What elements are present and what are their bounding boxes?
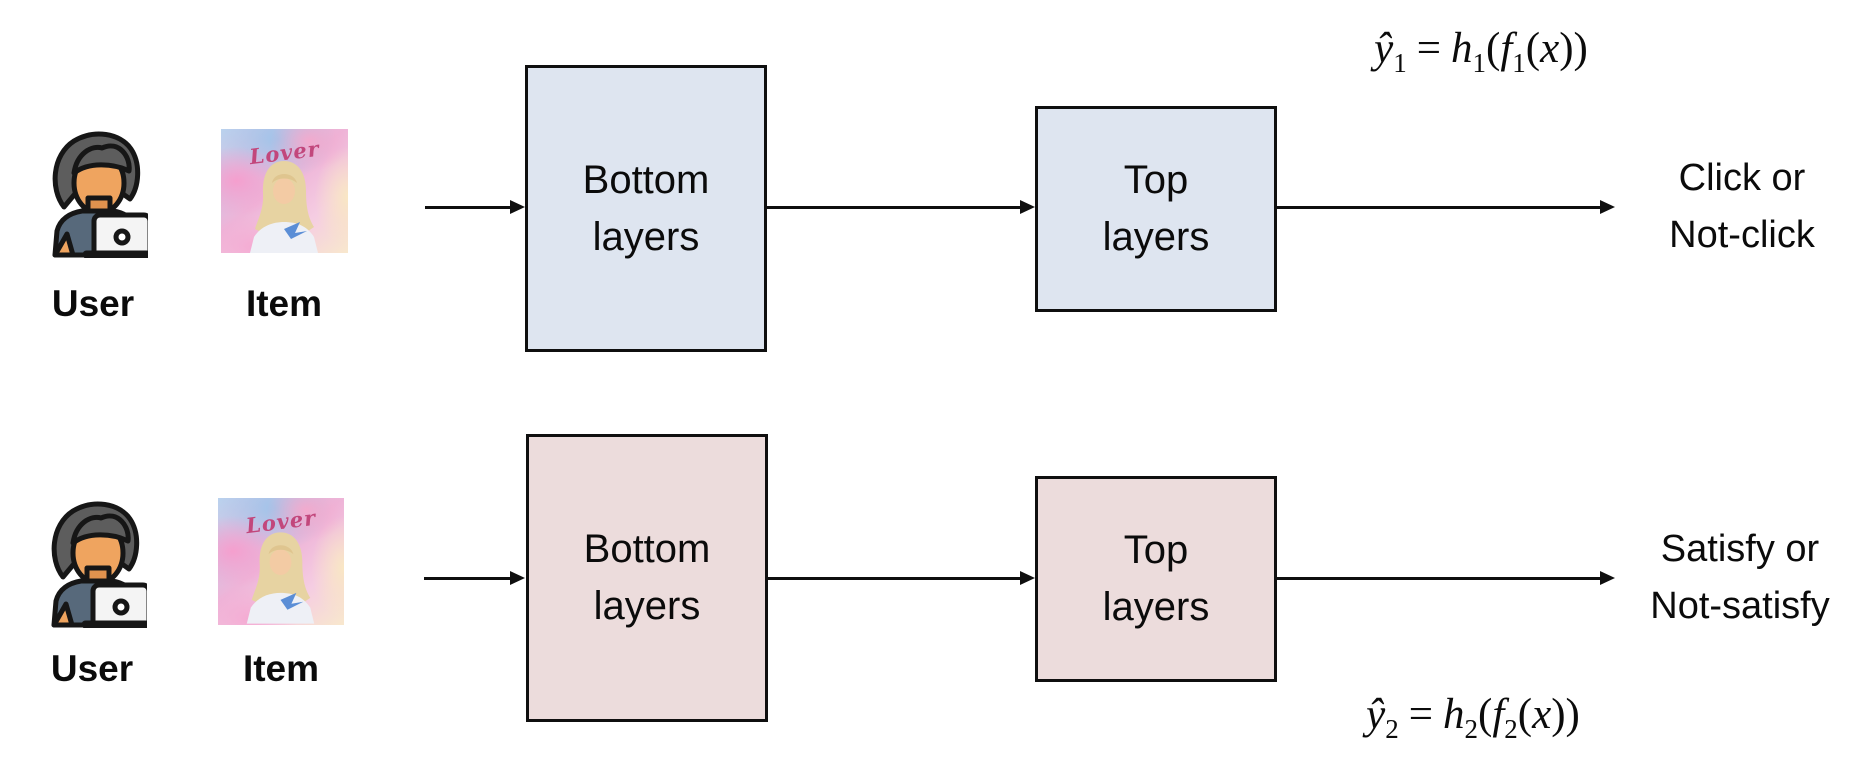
output-arrow <box>1277 199 1615 216</box>
item-label: Item <box>245 283 323 324</box>
item-label: Item <box>242 648 320 689</box>
task2-formula: ŷ2=h2(f2(x)) <box>1366 691 1580 744</box>
task1-output-label: Click or Not-click <box>1669 157 1815 256</box>
top-layers-box: Top layers <box>1035 106 1277 312</box>
task2-output-label: Satisfy or Not-satisfy <box>1650 528 1830 627</box>
user-laptop-icon <box>51 501 147 628</box>
output-arrow <box>1277 570 1615 587</box>
user-laptop-icon <box>52 131 148 258</box>
top-layers-box: Top layers <box>1035 476 1277 682</box>
top-layers-label: Top layers <box>1102 528 1210 629</box>
bottom-layers-box: Bottom layers <box>526 434 768 722</box>
input-arrow <box>425 199 525 216</box>
top-layers-label: Top layers <box>1102 158 1210 259</box>
album-figure <box>246 532 315 624</box>
user-label: User <box>50 648 134 689</box>
album-figure <box>250 161 318 253</box>
hidden-feature-arrow <box>768 570 1035 587</box>
hidden-feature-arrow <box>767 199 1035 216</box>
bottom-layers-label: Bottom layers <box>582 157 710 259</box>
item-album-cover: Lover <box>221 129 348 253</box>
user-label: User <box>51 283 135 324</box>
bottom-layers-box: Bottom layers <box>525 65 767 352</box>
input-arrow <box>424 570 525 587</box>
item-album-cover: Lover <box>218 498 344 625</box>
task1-formula: ŷ1=h1(f1(x)) <box>1374 25 1588 78</box>
bottom-layers-label: Bottom layers <box>583 527 711 628</box>
